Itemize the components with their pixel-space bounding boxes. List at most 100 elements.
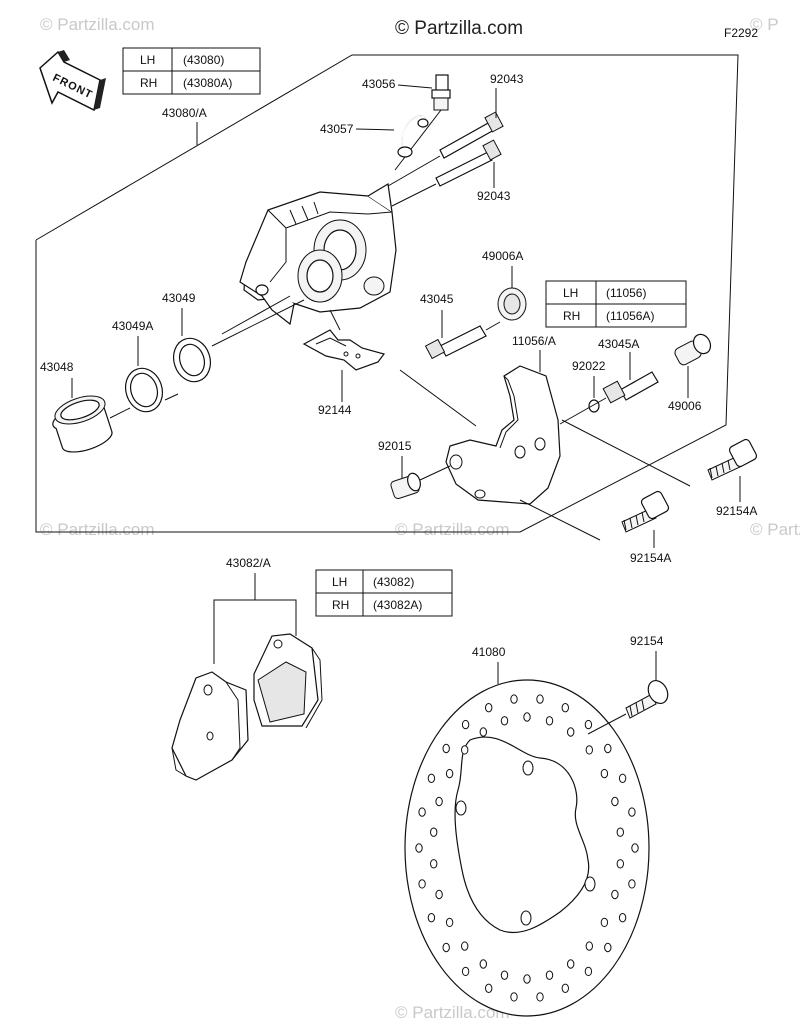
top-watermark: © Partzilla.com: [395, 18, 523, 39]
vent-hole: [611, 889, 619, 900]
table-cell-code: (43082): [373, 575, 414, 589]
vent-hole: [604, 743, 612, 754]
watermark-text: © Partzilla.com: [395, 520, 510, 539]
vent-hole: [418, 807, 426, 817]
diagram-code: F2292: [724, 26, 758, 40]
label-bolt-a-right: 92154A: [716, 504, 757, 518]
vent-hole: [461, 745, 469, 755]
vent-hole: [485, 983, 493, 993]
vent-hole: [561, 983, 569, 993]
vent-hole: [545, 970, 554, 980]
bracket-bolt-icon: [707, 438, 758, 481]
vent-hole: [461, 966, 470, 977]
vent-hole: [435, 796, 443, 807]
label-disc-bolt: 92154: [630, 634, 664, 648]
vent-hole: [430, 859, 438, 869]
vent-hole: [618, 913, 627, 923]
bleeder-cap-icon: [397, 115, 429, 158]
label-bleeder-cap: 43057: [320, 122, 354, 136]
vent-hole: [616, 859, 624, 869]
caliper-pin-icon: [387, 111, 504, 187]
caliper-bracket-icon: [445, 365, 561, 505]
piston-icon: [52, 395, 113, 453]
caliper-body-icon: [239, 183, 397, 326]
label-pin-top: 92043: [490, 72, 524, 86]
vent-hole: [442, 743, 450, 754]
bracket-bolt-icon: [621, 490, 670, 533]
boot-icon: [497, 287, 527, 321]
dust-seal-icon: [124, 367, 164, 413]
vent-hole: [567, 959, 575, 969]
label-seal-dust: 43049A: [112, 319, 153, 333]
caliper-code-table: LH (43080) RH (43080A): [122, 47, 261, 95]
label-slide-pin-a: 43045A: [598, 337, 639, 351]
vent-hole: [585, 941, 593, 951]
vent-hole: [631, 843, 639, 853]
vent-hole: [523, 974, 531, 984]
pads-code-table: LH (43082) RH (43082A): [315, 569, 453, 617]
table-cell-code: (43080A): [183, 76, 232, 90]
watermark-text: © P: [750, 15, 779, 34]
watermark-text: © Partzilla.com: [40, 15, 155, 34]
vent-hole: [479, 727, 487, 737]
vent-hole: [604, 942, 612, 953]
vent-hole: [628, 807, 636, 817]
vent-hole: [611, 796, 619, 807]
brake-pad-icon: [171, 671, 249, 781]
vent-hole: [485, 703, 493, 713]
brake-pad-icon: [253, 633, 323, 729]
label-bleeder: 43056: [362, 77, 396, 91]
watermark-text: © Partzilla.com: [750, 520, 800, 539]
vent-hole: [445, 917, 454, 928]
label-clip: 92022: [572, 359, 606, 373]
vent-hole: [415, 843, 423, 853]
watermark-text: © Partzilla.com: [40, 520, 155, 539]
vent-hole: [584, 966, 593, 977]
vent-hole: [628, 879, 636, 889]
watermark-text: © Partzilla.com: [395, 1003, 510, 1022]
vent-hole: [442, 942, 450, 953]
table-cell-code: (11056A): [606, 309, 654, 323]
bleeder-valve-icon: [394, 74, 451, 171]
vent-hole: [561, 703, 569, 713]
caliper-pin-icon: [391, 139, 502, 207]
piston-seal-icon: [172, 337, 212, 383]
table-cell-side: LH: [563, 286, 578, 300]
label-pad-set: 43082/A: [226, 556, 271, 570]
label-sleeve: 92015: [378, 439, 412, 453]
vent-hole: [567, 727, 575, 737]
vent-hole: [418, 879, 426, 889]
vent-hole: [445, 768, 454, 779]
disc-bolt-icon: [625, 679, 669, 719]
sleeve-icon: [390, 472, 421, 500]
label-piston: 43048: [40, 360, 74, 374]
vent-hole: [536, 694, 544, 704]
vent-hole: [427, 913, 436, 923]
vent-hole: [500, 716, 509, 726]
assembly-frame: [35, 54, 739, 533]
label-boot: 49006A: [482, 249, 523, 263]
vent-hole: [510, 992, 518, 1002]
table-cell-side: LH: [332, 575, 347, 589]
brake-disc-icon: [404, 679, 650, 1017]
vent-hole: [479, 959, 487, 969]
vent-hole: [600, 768, 609, 779]
label-pad-spring: 92144: [318, 403, 352, 417]
vent-hole: [585, 745, 593, 755]
vent-hole: [616, 827, 624, 837]
label-bracket: 11056/A: [512, 334, 556, 348]
vent-hole: [435, 889, 443, 900]
vent-hole: [500, 970, 509, 980]
label-pin-bottom: 92043: [477, 189, 511, 203]
vent-hole: [427, 773, 436, 783]
clip-icon: [588, 399, 600, 413]
label-boot-b: 49006: [668, 399, 702, 413]
front-arrow-icon: FRONT: [39, 50, 106, 112]
label-disc: 41080: [472, 645, 506, 659]
table-cell-code: (43080): [183, 53, 224, 67]
pad-spring-icon: [302, 329, 386, 371]
vent-hole: [600, 917, 609, 928]
slide-pin-a-icon: [559, 371, 659, 425]
vent-hole: [545, 716, 554, 726]
label-seal-piston: 43049: [162, 291, 196, 305]
